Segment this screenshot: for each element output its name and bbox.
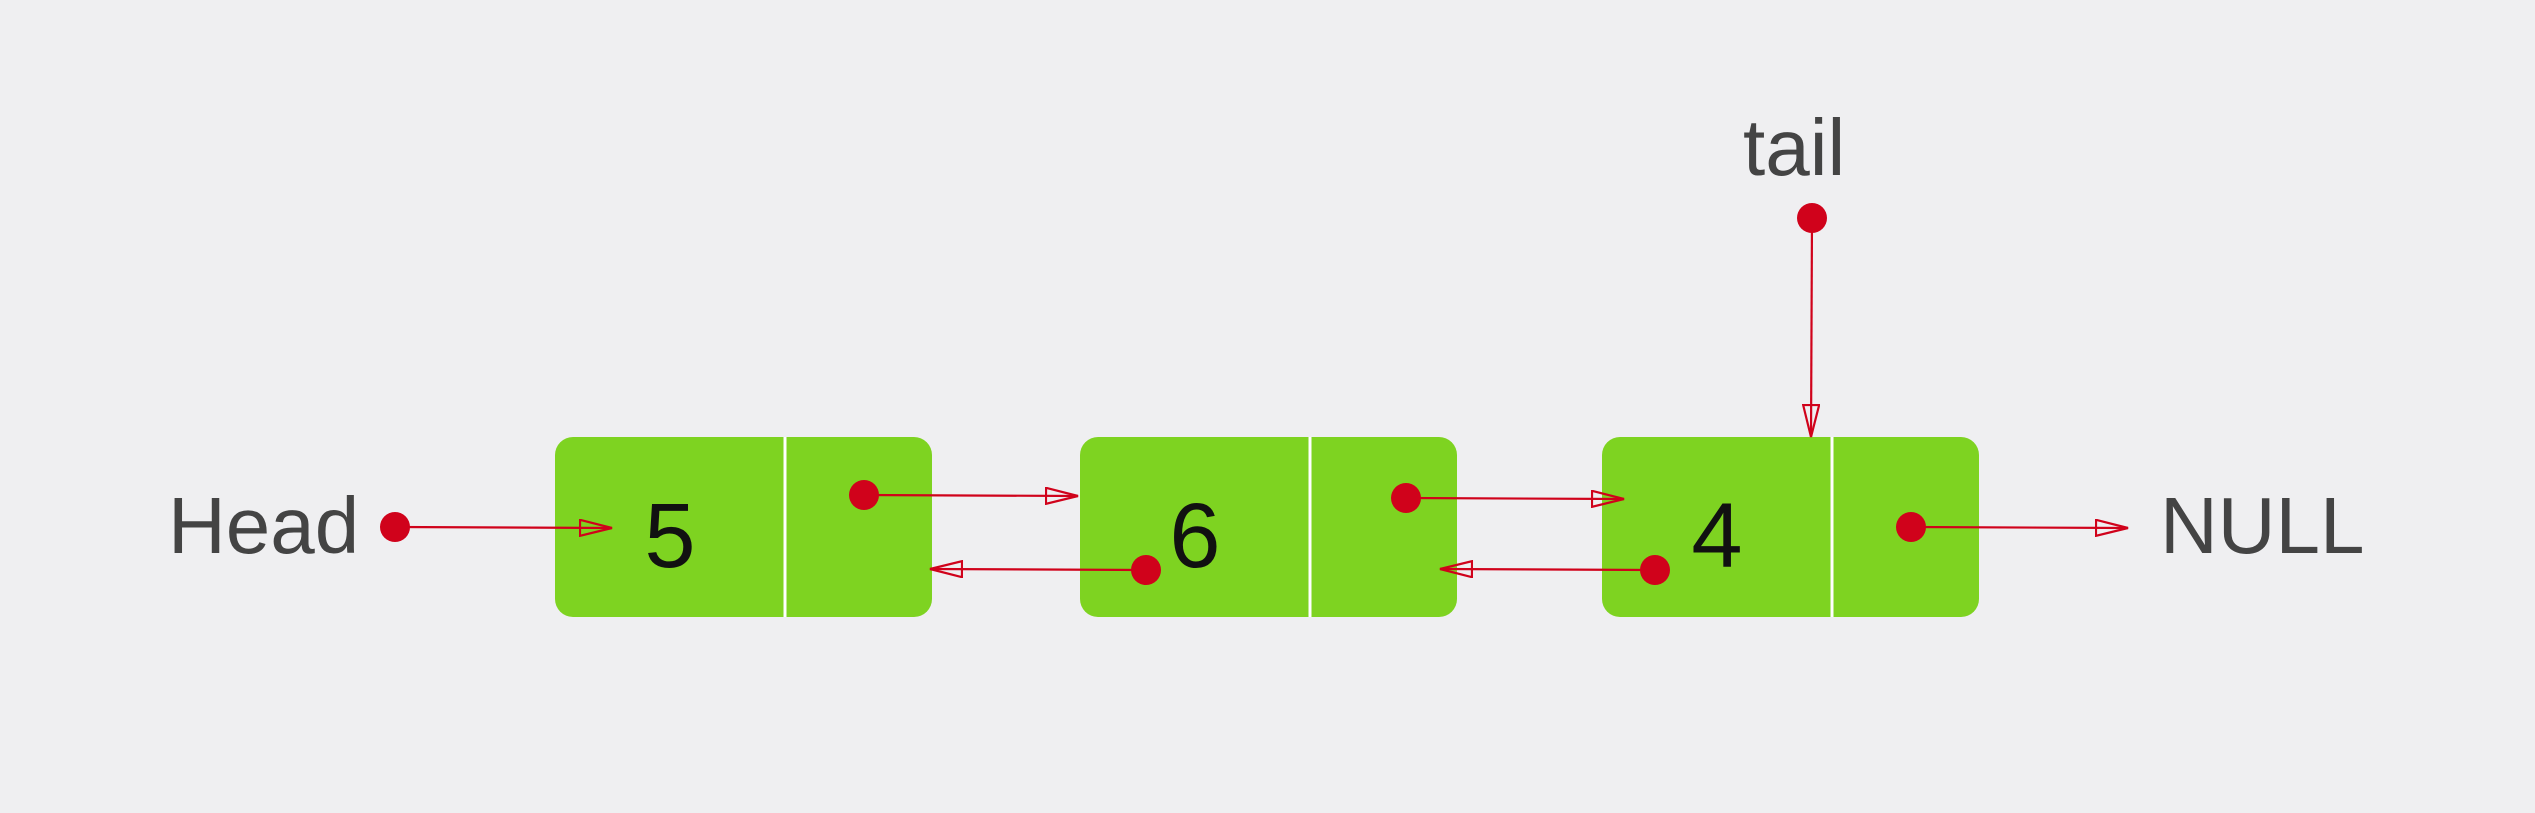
- node-3-value: 4: [1691, 485, 1743, 587]
- node-3-next-arrow: [1910, 527, 2128, 528]
- head-pointer-dot: [380, 512, 410, 542]
- node-3-next-dot: [1896, 512, 1926, 542]
- node-2-prev-arrow: [930, 569, 1147, 570]
- tail-pointer-dot: [1797, 203, 1827, 233]
- node-3-prev-dot: [1640, 555, 1670, 585]
- node-2-next-dot: [1391, 483, 1421, 513]
- node-3-box: [1602, 437, 1979, 617]
- node-2-next-arrow: [1405, 498, 1624, 499]
- node-1-next-arrow: [863, 495, 1078, 496]
- null-label: NULL: [2160, 481, 2365, 570]
- node-2-prev-dot: [1131, 555, 1161, 585]
- list-node-2: [1080, 437, 1457, 617]
- head-pointer-arrow: [394, 527, 612, 528]
- node-2-value: 6: [1169, 485, 1221, 587]
- list-node-1: [555, 437, 932, 617]
- list-node-3: [1602, 437, 1979, 617]
- node-1-next-dot: [849, 480, 879, 510]
- node-1-box: [555, 437, 932, 617]
- tail-pointer-arrow: [1811, 217, 1812, 437]
- node-1-value: 5: [644, 485, 696, 587]
- node-3-prev-arrow: [1440, 569, 1656, 570]
- node-2-box: [1080, 437, 1457, 617]
- head-label: Head: [168, 481, 360, 570]
- tail-label: tail: [1743, 103, 1846, 192]
